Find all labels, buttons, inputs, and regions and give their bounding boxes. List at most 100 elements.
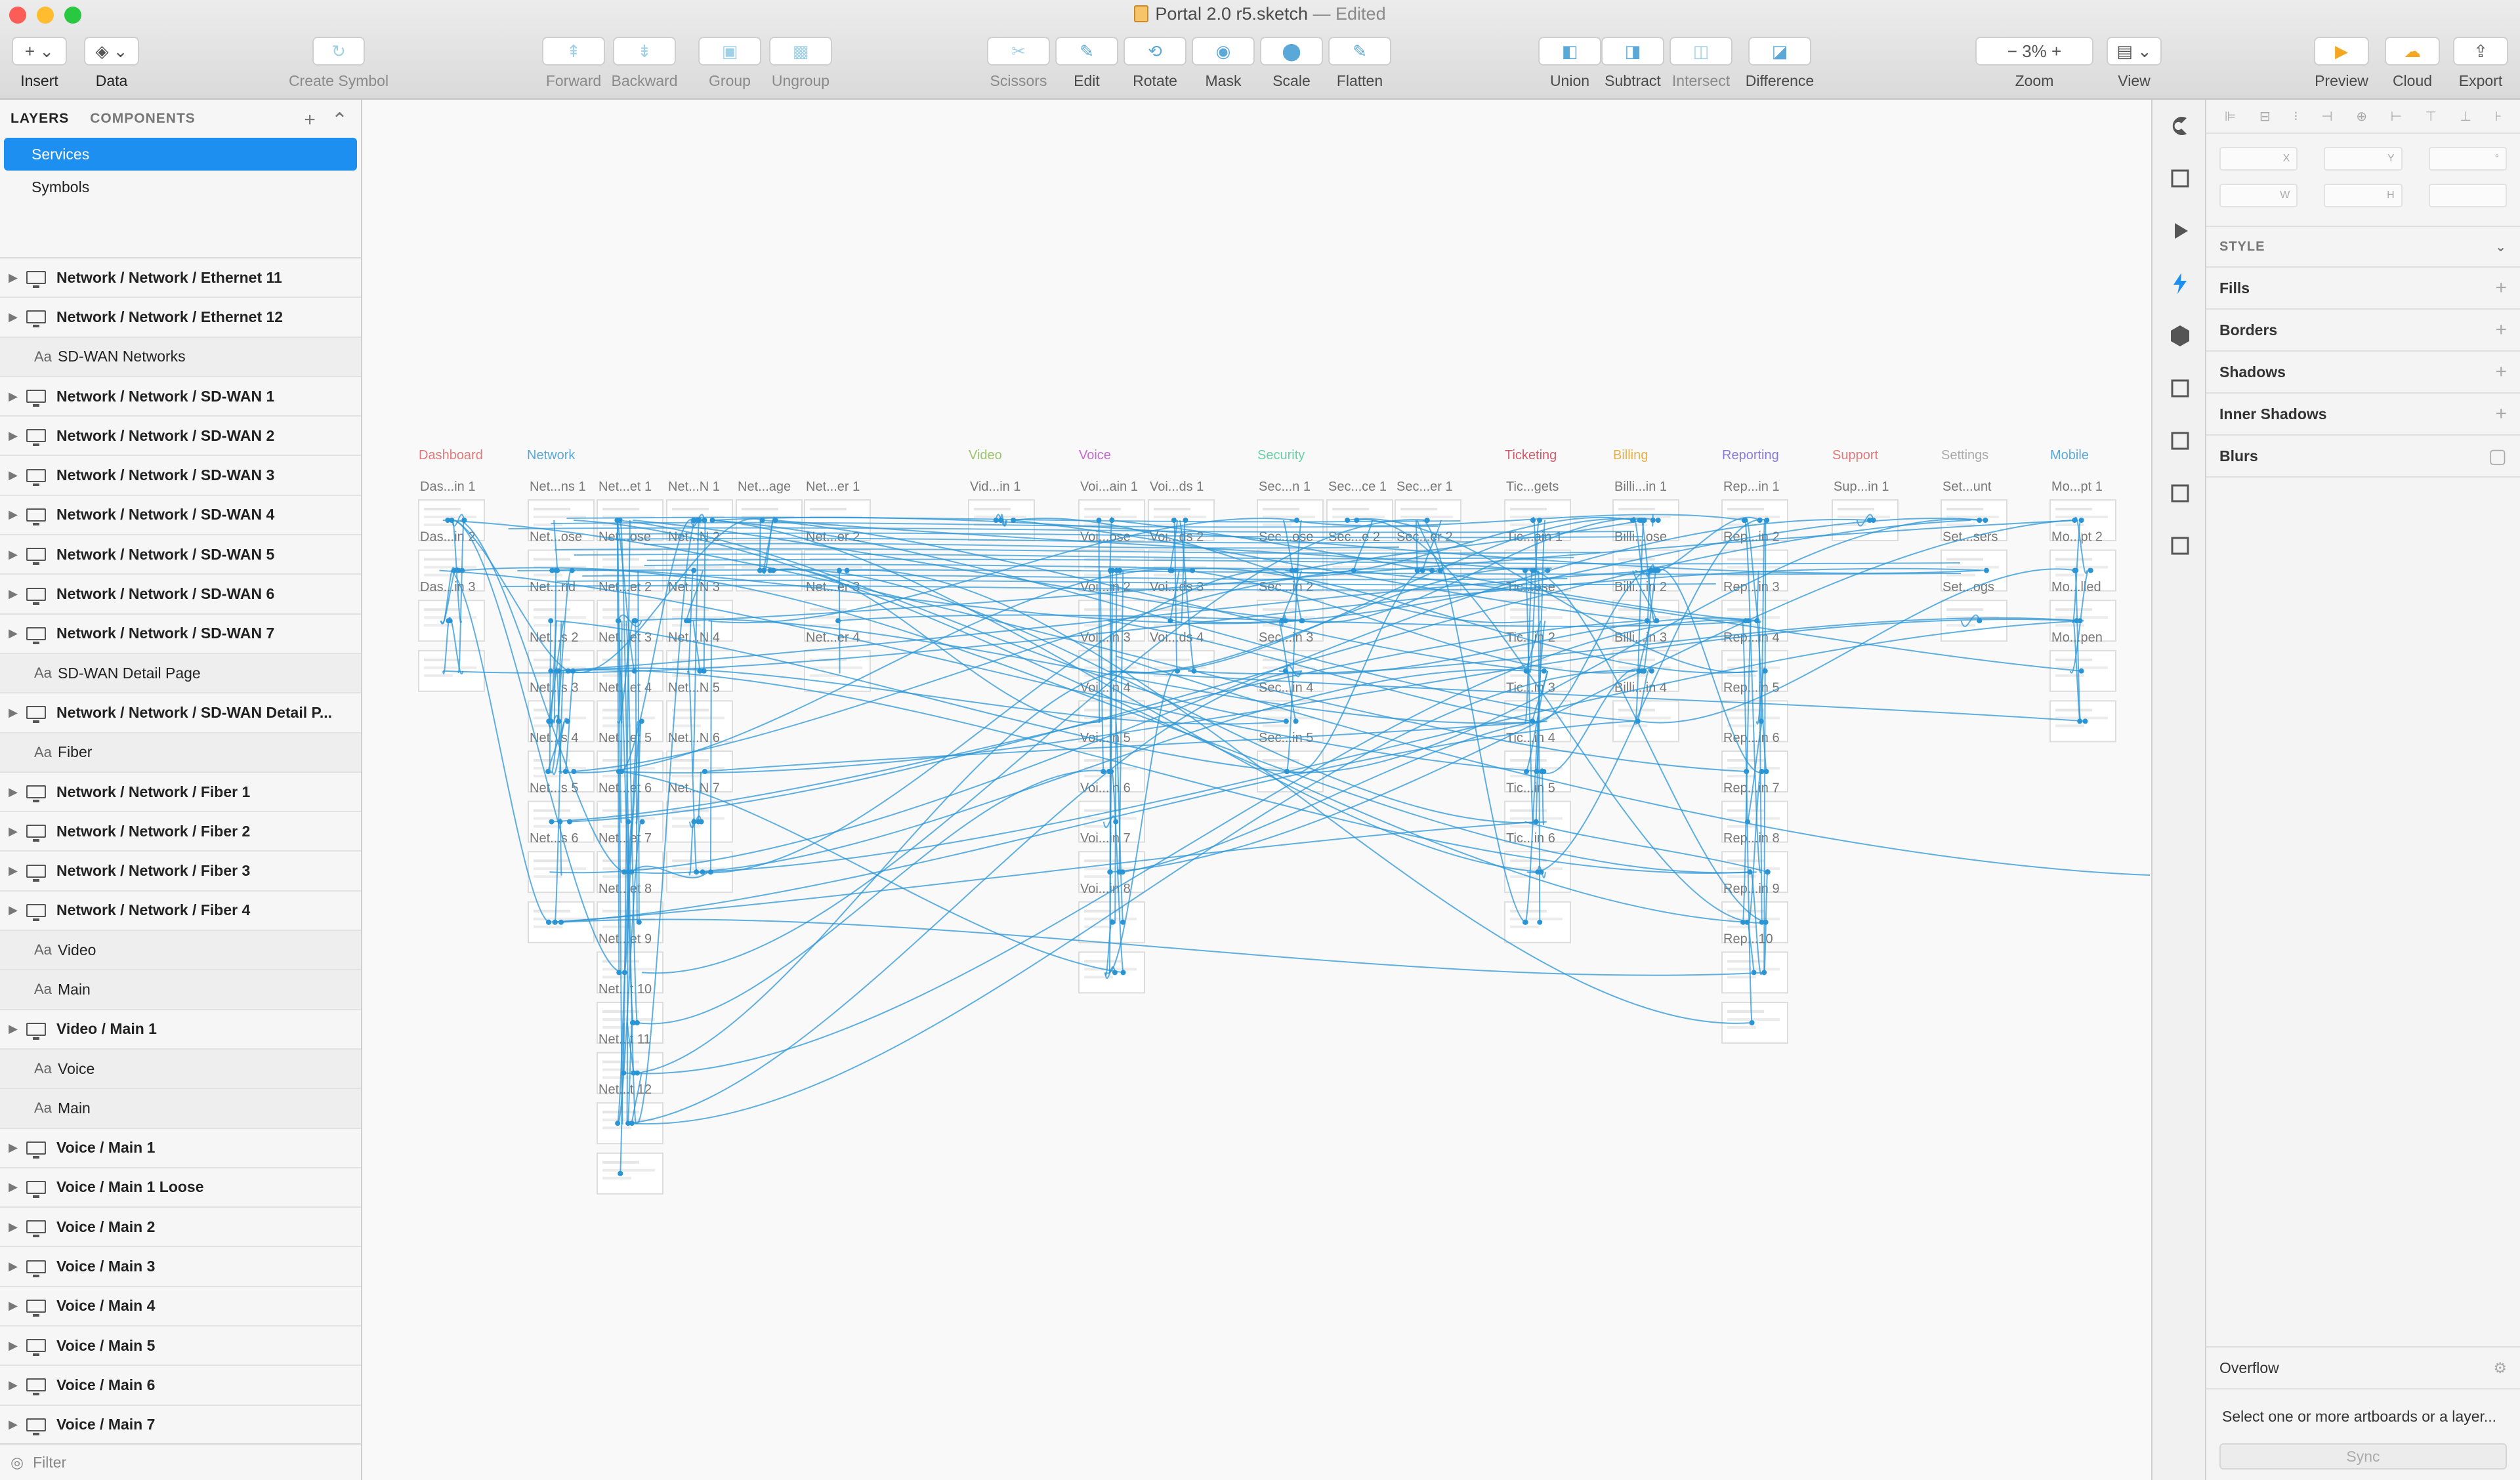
artboard-thumbnail[interactable]: Net...N 5 [666,680,733,743]
prototype-icon[interactable] [2152,205,2208,257]
section-blurs[interactable]: Blurs▢ [2206,436,2520,478]
layer-artboard[interactable]: ▶Network / Network / SD-WAN 6 [0,575,361,615]
geometry-field-W[interactable]: W [2219,184,2298,207]
layer-artboard[interactable]: ▶Network / Network / SD-WAN 3 [0,456,361,496]
tab-components[interactable]: COMPONENTS [90,111,196,126]
artboard-thumbnail[interactable]: Mo...pt 2 [2049,530,2116,592]
layer-artboard[interactable]: ▶Network / Network / SD-WAN Detail P... [0,693,361,733]
layer-artboard[interactable]: ▶Voice / Main 4 [0,1287,361,1327]
collapse-pages-icon[interactable]: ⌃ [331,110,348,131]
style-header[interactable]: STYLE ⌄ [2206,226,2520,268]
align-button[interactable]: ⊕ [2356,109,2367,124]
share-icon[interactable] [2152,152,2208,205]
create-symbol-button[interactable]: ↻Create Symbol [289,37,388,90]
layer-artboard[interactable]: ▶Voice / Main 6 [0,1366,361,1406]
layer-artboard[interactable]: ▶Network / Network / SD-WAN 5 [0,535,361,575]
forward-button[interactable]: ⇞Forward [542,37,605,90]
align-button[interactable]: ⊥ [2460,109,2472,124]
align-button[interactable]: ⊟ [2259,109,2271,124]
layer-artboard[interactable]: ▶Voice / Main 1 Loose [0,1168,361,1208]
data-button[interactable]: ◈ ⌄Data [84,37,139,90]
layer-artboard[interactable]: ▶Voice / Main 2 [0,1208,361,1248]
disclosure-triangle-icon[interactable]: ▶ [9,1022,18,1036]
disclosure-triangle-icon[interactable]: ▶ [9,468,18,482]
layer-artboard[interactable]: ▶Voice / Main 3 [0,1247,361,1287]
resize-icon[interactable] [2152,467,2208,520]
inspector-icon[interactable] [2152,100,2208,152]
align-button[interactable]: ⊣ [2321,109,2333,124]
disclosure-triangle-icon[interactable]: ▶ [9,864,18,878]
rotate-button[interactable]: ⟲Rotate [1124,37,1186,90]
geometry-field-flip[interactable] [2428,184,2507,207]
align-button[interactable]: ⊤ [2425,109,2437,124]
layer-artboard[interactable]: ▶Voice / Main 7 [0,1406,361,1445]
artboard-thumbnail[interactable]: Rep...in 1 [1721,480,1788,541]
artboard-thumbnail[interactable]: Vid...in 1 [968,480,1035,541]
disclosure-triangle-icon[interactable]: ▶ [9,824,18,838]
disclosure-triangle-icon[interactable]: ▶ [9,389,18,403]
align-button[interactable]: ⊢ [2390,109,2402,124]
overrides-icon[interactable] [2152,362,2208,415]
zoom-button[interactable]: − 3% +Zoom [1975,37,2093,90]
layout-icon[interactable] [2152,415,2208,467]
layer-artboard[interactable]: ▶Network / Network / SD-WAN 1 [0,377,361,417]
layer-artboard[interactable]: ▶Video / Main 1 [0,1010,361,1050]
backward-button[interactable]: ⇟Backward [612,37,678,90]
disclosure-triangle-icon[interactable]: ▶ [9,1220,18,1233]
add-icon[interactable]: + [2495,277,2507,298]
lightning-icon[interactable] [2152,257,2208,310]
artboard-thumbnail[interactable] [597,1152,663,1195]
section-fills[interactable]: Fills+ [2206,268,2520,310]
ungroup-button[interactable]: ▩Ungroup [769,37,832,90]
disclosure-triangle-icon[interactable]: ▶ [9,705,18,719]
preview-button[interactable]: ▶Preview [2314,37,2369,90]
geometry-field-X[interactable]: X [2219,147,2298,171]
geometry-field-°[interactable]: ° [2428,147,2507,171]
artboard-thumbnail[interactable] [528,901,595,943]
image-icon[interactable] [2152,520,2208,572]
layer-artboard[interactable]: ▶Network / Network / Fiber 1 [0,773,361,813]
section-inner-shadows[interactable]: Inner Shadows+ [2206,394,2520,436]
scale-button[interactable]: ⬤Scale [1260,37,1323,90]
tab-layers[interactable]: LAYERS [10,111,70,126]
geometry-field-H[interactable]: H [2324,184,2403,207]
geometry-field-Y[interactable]: Y [2324,147,2403,171]
disclosure-triangle-icon[interactable]: ▶ [9,1141,18,1155]
layer-artboard[interactable]: ▶Voice / Main 1 [0,1129,361,1168]
disclosure-triangle-icon[interactable]: ▶ [9,1378,18,1391]
disclosure-triangle-icon[interactable]: ▶ [9,785,18,798]
disclosure-triangle-icon[interactable]: ▶ [9,1299,18,1313]
insert-button[interactable]: + ⌄Insert [12,37,67,90]
minimize-window-icon[interactable] [37,7,54,24]
artboard-thumbnail[interactable]: Rep...in 7 [1721,781,1788,843]
group-button[interactable]: ▣Group [698,37,761,90]
view-button[interactable]: ▤ ⌄View [2107,37,2162,90]
intersect-button[interactable]: ◫Intersect [1670,37,1732,90]
disclosure-triangle-icon[interactable]: ▶ [9,508,18,522]
layer-artboard[interactable]: ▶Network / Network / Ethernet 12 [0,298,361,338]
layer-artboard[interactable]: ▶Network / Network / SD-WAN 2 [0,417,361,457]
disclosure-triangle-icon[interactable]: ▶ [9,1418,18,1431]
disclosure-triangle-icon[interactable]: ▶ [9,428,18,442]
layer-artboard[interactable]: ▶Network / Network / Fiber 3 [0,852,361,892]
artboard-thumbnail[interactable] [1721,1002,1788,1044]
disclosure-triangle-icon[interactable]: ▶ [9,547,18,561]
union-button[interactable]: ◧Union [1538,37,1601,90]
subtract-button[interactable]: ◨Subtract [1601,37,1664,90]
disclosure-triangle-icon[interactable]: ▶ [9,310,18,323]
section-borders[interactable]: Borders+ [2206,310,2520,352]
align-button[interactable]: ⁝ [2294,109,2298,124]
section-shadows[interactable]: Shadows+ [2206,352,2520,394]
disclosure-triangle-icon[interactable]: ▶ [9,1260,18,1273]
filter-bar[interactable]: ◎ Filter [0,1443,361,1480]
flatten-button[interactable]: ✎Flatten [1328,37,1391,90]
align-button[interactable]: ⊫ [2224,109,2236,124]
page-symbols[interactable]: Symbols [4,171,357,203]
page-services[interactable]: Services [4,138,357,171]
disclosure-triangle-icon[interactable]: ▶ [9,903,18,917]
